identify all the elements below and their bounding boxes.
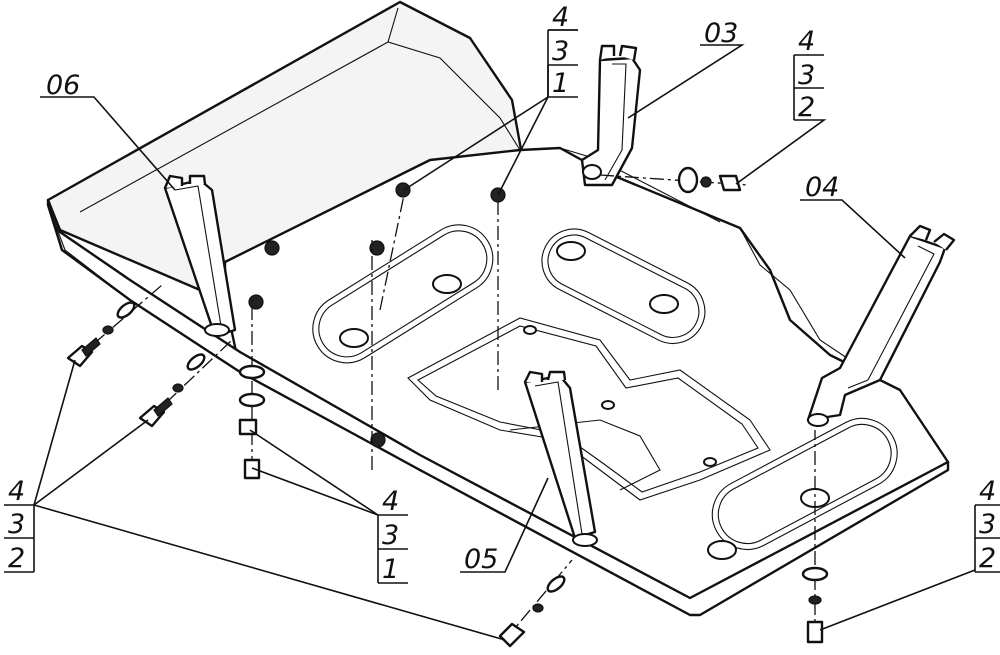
hole <box>707 540 737 560</box>
skid-plate <box>46 0 950 617</box>
stack-value: 4 <box>552 2 569 33</box>
hole <box>339 328 369 348</box>
stack-value: 3 <box>979 509 996 540</box>
bolt <box>66 337 101 368</box>
stack-value: 3 <box>382 520 399 551</box>
nut <box>370 432 386 448</box>
nut <box>264 240 280 256</box>
stack-value: 1 <box>552 68 569 99</box>
stack-value: 4 <box>8 476 25 507</box>
hole <box>432 274 462 294</box>
leader-lines <box>33 29 976 641</box>
stack-value: 1 <box>382 554 399 585</box>
hole <box>703 457 717 467</box>
stack-top-right: 4 3 2 <box>793 26 824 123</box>
stack-value: 2 <box>979 543 996 574</box>
label-06: 06 <box>46 70 80 101</box>
stack-value: 3 <box>8 509 25 540</box>
label-05: 05 <box>464 544 498 575</box>
embossed-ribs <box>312 224 898 551</box>
hole <box>649 294 679 314</box>
stack-value: 2 <box>798 92 815 123</box>
hole <box>601 400 615 410</box>
stack-value: 4 <box>382 486 399 517</box>
nut <box>248 294 264 310</box>
stack-value: 2 <box>8 543 25 574</box>
plate-holes <box>339 241 830 560</box>
label-04: 04 <box>805 172 839 203</box>
skid-plate-front-flange <box>46 198 950 617</box>
label-03: 03 <box>704 18 738 49</box>
stack-value: 3 <box>552 36 569 67</box>
stack-bottom-right: 4 3 2 <box>974 476 1000 574</box>
stack-bottom-center: 4 3 1 <box>377 486 408 585</box>
nut <box>395 182 411 198</box>
hole <box>556 241 586 261</box>
stack-value: 4 <box>979 476 996 507</box>
stack-value: 3 <box>798 60 815 91</box>
bracket-05 <box>523 370 598 547</box>
nut <box>369 240 385 256</box>
stack-top-center: 4 3 1 <box>547 2 578 99</box>
stack-value: 4 <box>798 26 815 57</box>
bracket-04 <box>806 224 956 427</box>
bracket-06 <box>163 174 237 338</box>
stack-bottom-left: 4 3 2 <box>4 476 35 574</box>
hole <box>523 325 537 335</box>
bracket-03 <box>580 44 642 187</box>
